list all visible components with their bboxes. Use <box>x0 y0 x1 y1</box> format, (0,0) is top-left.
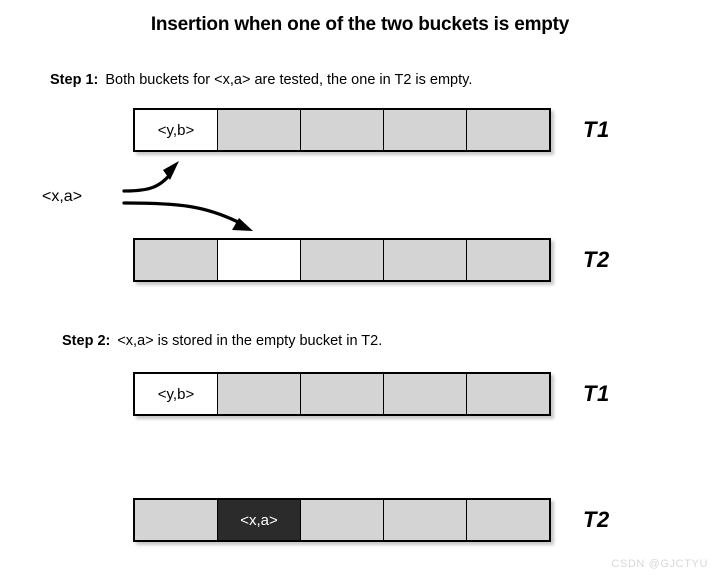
bucket-cell[interactable] <box>467 500 549 540</box>
bucket-cell[interactable] <box>384 240 467 280</box>
bucket-table-t1-step1: <y,b> <box>133 108 551 152</box>
table-label-t1-step1: T1 <box>583 117 610 142</box>
bucket-table-t2-step2: <x,a> <box>133 498 551 542</box>
insert-key-label: <x,a> <box>42 188 83 205</box>
step-1-text: Both buckets for <x,a> are tested, the o… <box>105 72 473 88</box>
step-2-label: Step 2: <box>62 333 111 349</box>
bucket-cell[interactable] <box>218 374 301 414</box>
bucket-cell[interactable] <box>135 240 218 280</box>
bucket-cell[interactable] <box>301 374 384 414</box>
arrow-to-t1-bucket <box>122 161 179 193</box>
table-label-t1-step2: T1 <box>583 381 610 406</box>
table-label-t2-step1: T2 <box>583 247 610 272</box>
bucket-cell[interactable] <box>301 240 384 280</box>
page-title: Insertion when one of the two buckets is… <box>150 14 570 35</box>
arrow-to-t2-bucket <box>122 201 253 231</box>
step-2-text: <x,a> is stored in the empty bucket in T… <box>117 333 383 349</box>
step-2-caption: Step 2: <x,a> is stored in the empty buck… <box>62 333 382 349</box>
bucket-cell-empty[interactable] <box>218 240 301 280</box>
bucket-cell[interactable] <box>135 500 218 540</box>
table-label-t2-step2: T2 <box>583 507 610 532</box>
bucket-cell[interactable] <box>301 110 384 150</box>
bucket-cell[interactable] <box>467 240 549 280</box>
bucket-cell[interactable]: <y,b> <box>135 374 218 414</box>
watermark: CSDN @GJCTYU <box>611 558 708 570</box>
bucket-cell[interactable] <box>467 110 549 150</box>
bucket-cell[interactable] <box>218 110 301 150</box>
bucket-cell-inserted[interactable]: <x,a> <box>218 500 301 540</box>
bucket-cell[interactable] <box>384 110 467 150</box>
bucket-cell[interactable]: <y,b> <box>135 110 218 150</box>
step-1-caption: Step 1: Both buckets for <x,a> are tested… <box>50 72 472 88</box>
bucket-cell[interactable] <box>384 500 467 540</box>
bucket-table-t2-step1 <box>133 238 551 282</box>
step-1-label: Step 1: <box>50 72 99 88</box>
bucket-table-t1-step2: <y,b> <box>133 372 551 416</box>
bucket-cell[interactable] <box>384 374 467 414</box>
bucket-cell[interactable] <box>467 374 549 414</box>
bucket-cell[interactable] <box>301 500 384 540</box>
